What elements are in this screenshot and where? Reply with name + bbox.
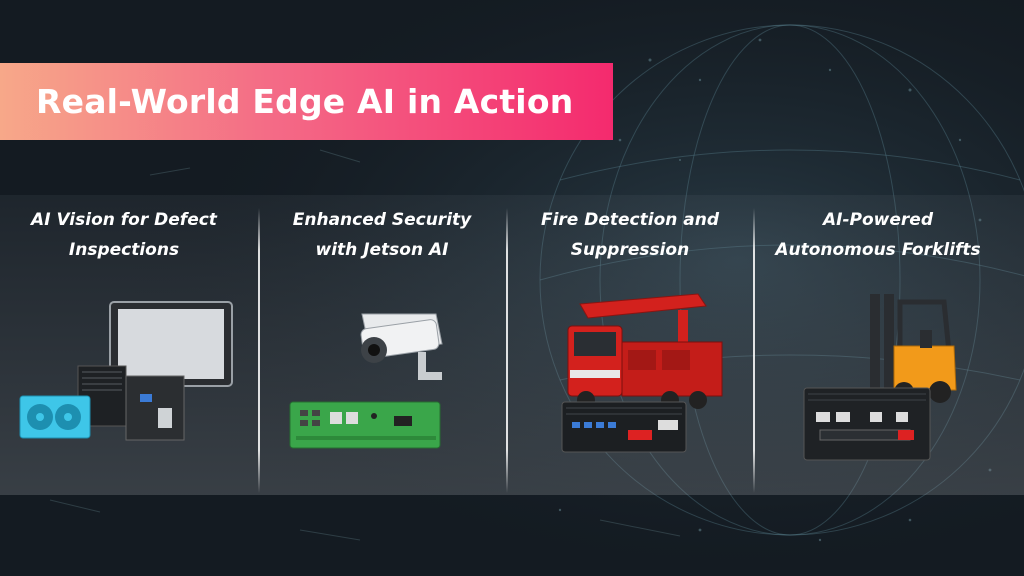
column-divider <box>258 208 260 493</box>
security-camera-icon <box>289 313 443 449</box>
use-case-title: Fire Detection and Suppression <box>540 210 720 260</box>
use-case-title: Enhanced Security with Jetson AI <box>292 210 472 260</box>
forklift-icon <box>803 294 957 461</box>
fire-truck-icon <box>561 293 723 453</box>
rugged-computer-icon <box>803 387 931 461</box>
title-banner: Real-World Edge AI in Action <box>0 63 613 140</box>
page-title: Real-World Edge AI in Action <box>36 82 574 121</box>
industrial-pc-monitor-icon <box>19 301 233 441</box>
use-case-defect-inspection: AI Vision for Defect Inspections <box>0 195 248 495</box>
use-case-forklifts: AI-Powered Autonomous Forklifts <box>754 195 1002 495</box>
use-case-title: AI-Powered Autonomous Forklifts <box>775 210 981 260</box>
column-divider <box>506 208 508 493</box>
use-case-security: Enhanced Security with Jetson AI <box>258 195 506 495</box>
gpu-card-icon <box>19 395 91 439</box>
column-divider <box>753 208 755 493</box>
use-case-title: AI Vision for Defect Inspections <box>31 210 217 260</box>
rugged-computer-icon <box>561 401 687 453</box>
green-edge-computer-icon <box>289 401 441 449</box>
use-case-fire-detection: Fire Detection and Suppression <box>506 195 754 495</box>
